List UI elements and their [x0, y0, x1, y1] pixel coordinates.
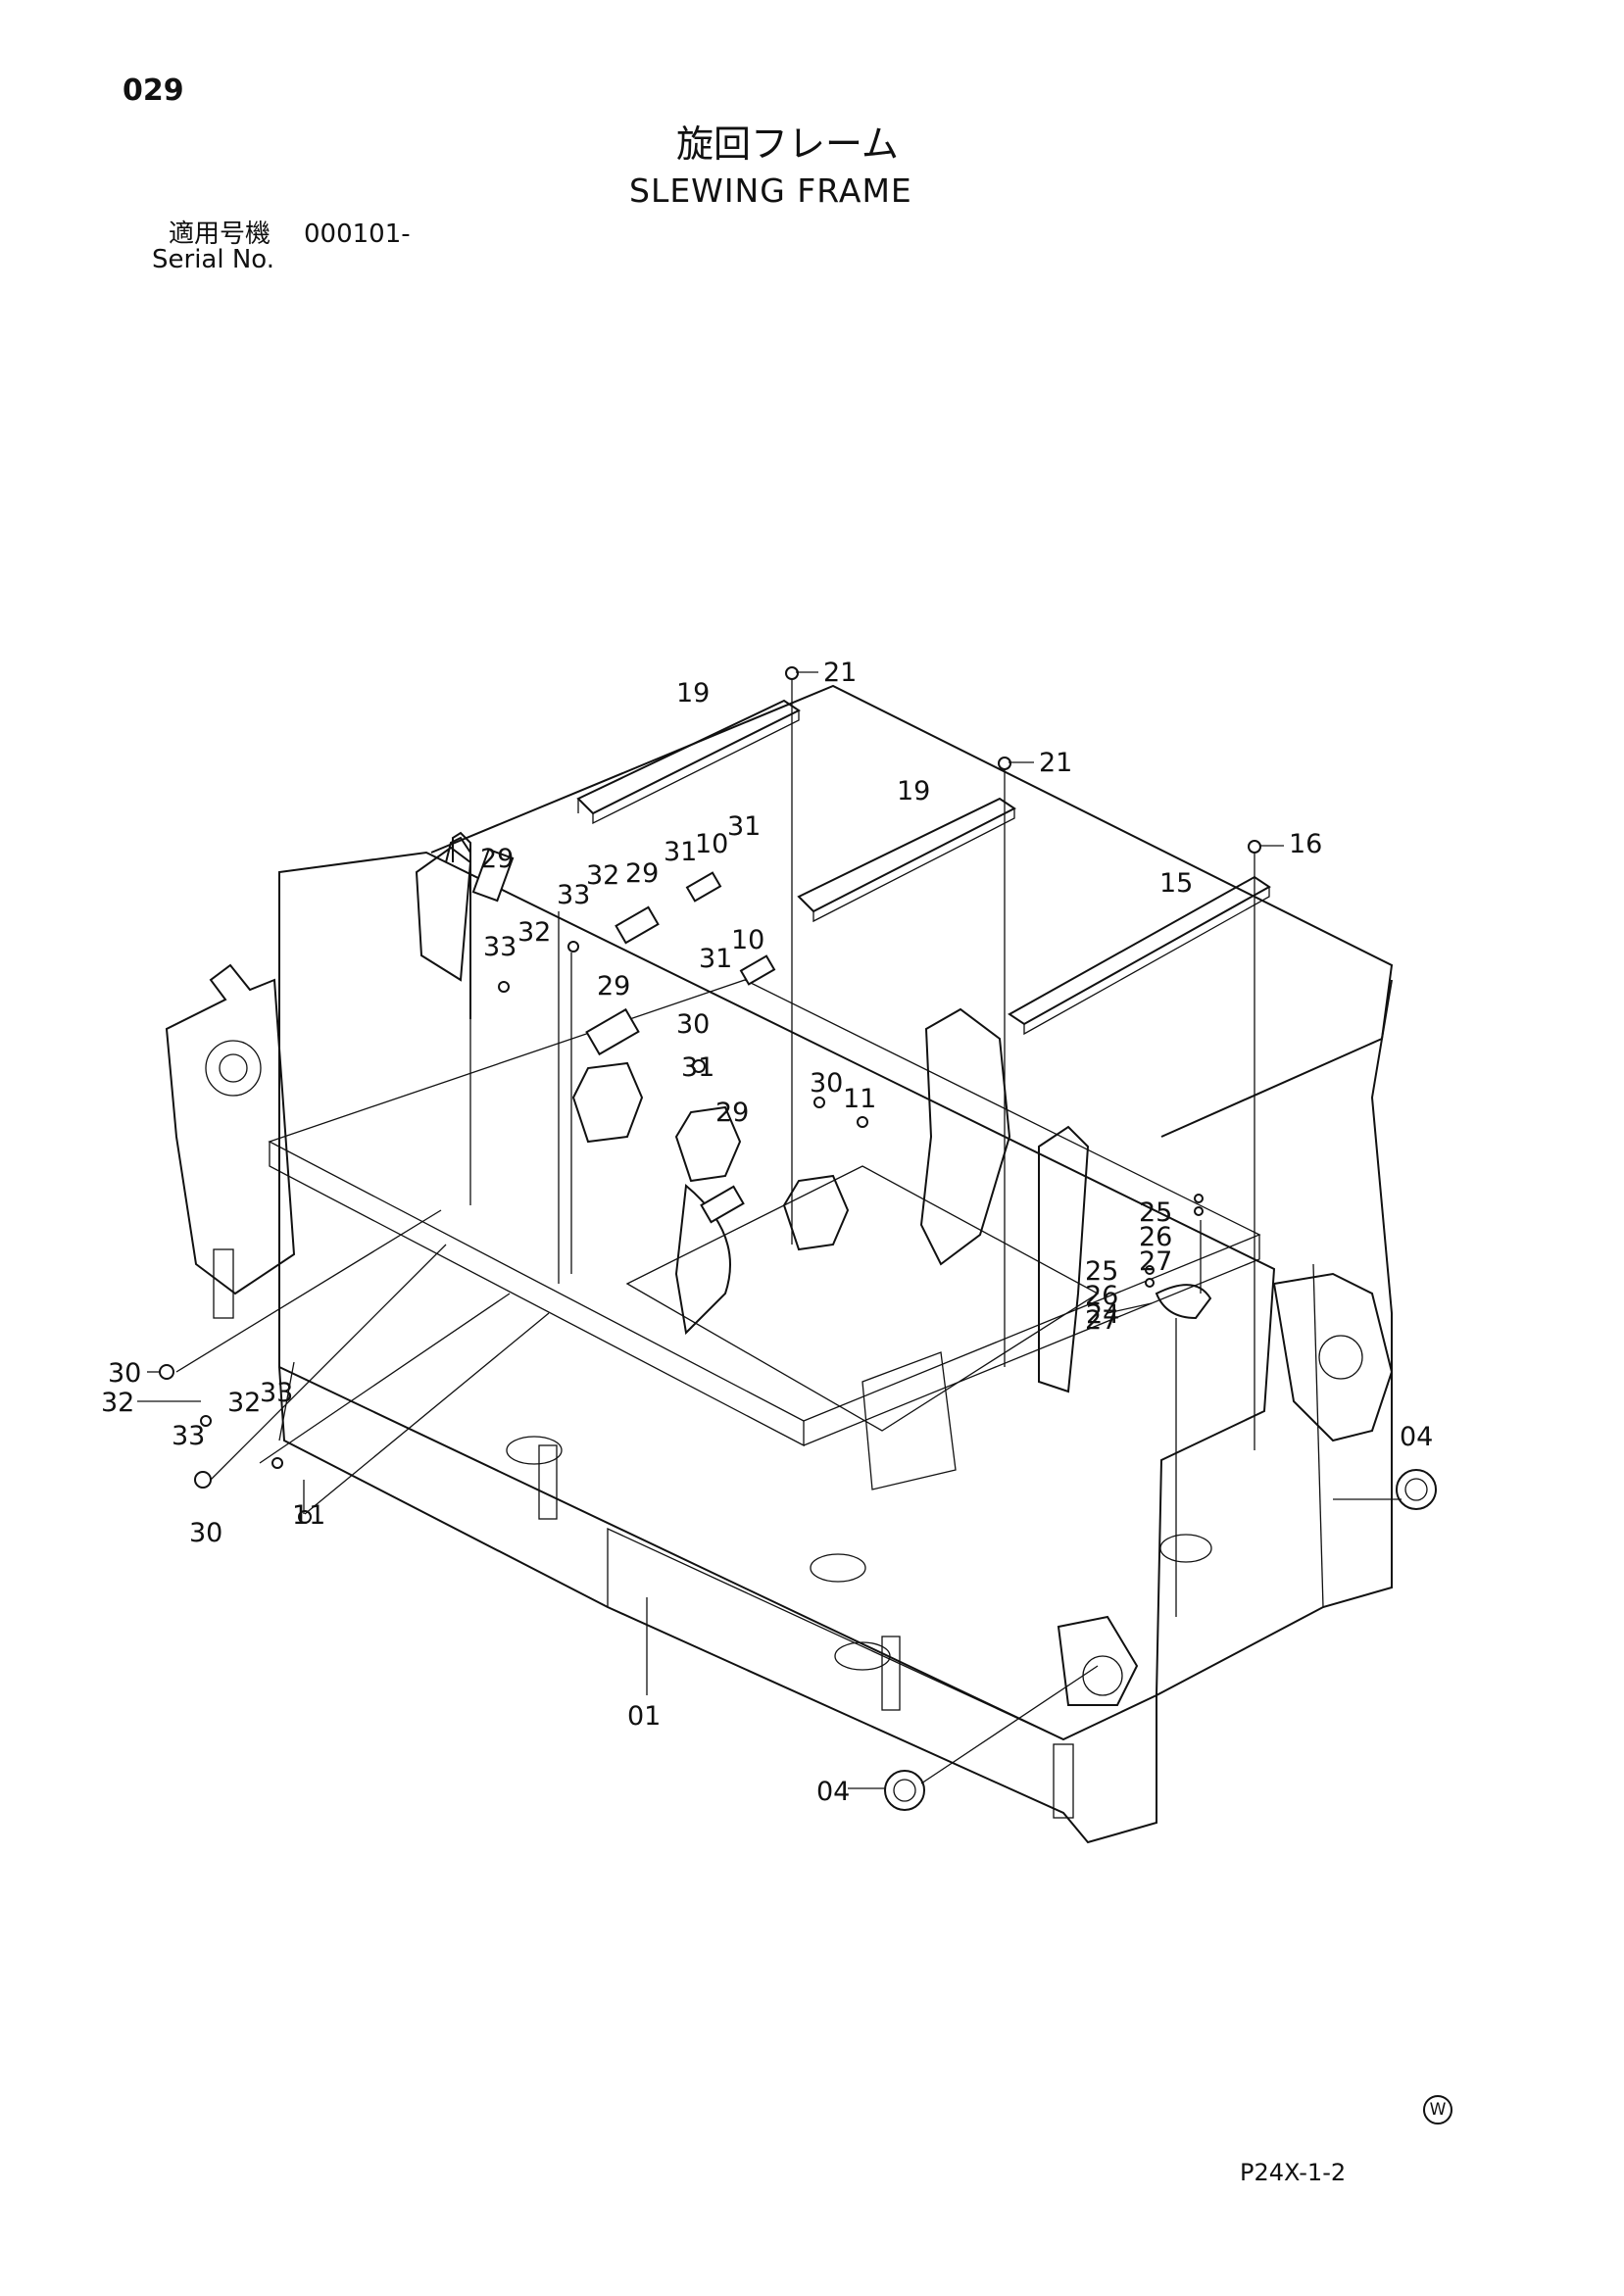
- callout-33: 33: [260, 1378, 293, 1408]
- serial-label: Serial No.: [152, 245, 274, 274]
- callout-33: 33: [557, 880, 590, 910]
- page-title-japanese: 旋回フレーム: [676, 122, 899, 166]
- callout-31: 31: [727, 811, 761, 842]
- callout-21: 21: [823, 658, 857, 688]
- leader-lines: [137, 671, 1402, 1789]
- callout-labels: 01 04 04 10 10 11 11 15 16 19 19 21 21 2…: [101, 658, 1433, 1807]
- callout-04: 04: [816, 1777, 850, 1807]
- callout-26: 26: [1139, 1222, 1172, 1252]
- w-mark-icon: W: [1423, 2095, 1452, 2125]
- callout-25: 25: [1085, 1256, 1118, 1287]
- callout-30: 30: [108, 1358, 141, 1389]
- callout-29: 29: [480, 844, 514, 874]
- callout-10: 10: [731, 925, 764, 955]
- callout-04: 04: [1400, 1422, 1433, 1452]
- callout-31: 31: [681, 1052, 714, 1083]
- figure-code: P24X-1-2: [1240, 2159, 1347, 2186]
- callout-29: 29: [625, 858, 659, 889]
- callout-10: 10: [695, 829, 728, 859]
- callout-01: 01: [627, 1701, 661, 1732]
- slewing-frame-drawing: [165, 684, 1394, 1844]
- callout-21: 21: [1039, 748, 1072, 778]
- callout-11: 11: [292, 1500, 325, 1531]
- callout-27: 27: [1139, 1246, 1172, 1277]
- callout-27: 27: [1085, 1305, 1118, 1336]
- callout-32: 32: [101, 1388, 134, 1418]
- callout-33: 33: [483, 932, 517, 962]
- page-title: SLEWING FRAME: [629, 171, 912, 210]
- callout-15: 15: [1159, 868, 1193, 899]
- callout-19: 19: [897, 776, 930, 806]
- callout-32: 32: [227, 1388, 261, 1418]
- callout-16: 16: [1289, 829, 1322, 859]
- callout-33: 33: [172, 1421, 205, 1451]
- callout-31: 31: [699, 944, 732, 974]
- callout-19: 19: [676, 678, 710, 708]
- callout-31: 31: [664, 837, 697, 867]
- callout-25: 25: [1139, 1197, 1172, 1228]
- callout-24: 24: [1086, 1299, 1119, 1330]
- callout-30: 30: [810, 1068, 843, 1099]
- callout-11: 11: [843, 1084, 876, 1114]
- callout-32: 32: [517, 917, 551, 948]
- page-number: 029: [123, 73, 184, 108]
- callout-26: 26: [1085, 1281, 1118, 1311]
- serial-label-japanese: 適用号機: [169, 220, 271, 249]
- callout-29: 29: [715, 1098, 749, 1128]
- callout-30: 30: [189, 1518, 222, 1548]
- callout-32: 32: [586, 860, 619, 891]
- callout-30: 30: [676, 1009, 710, 1040]
- serial-number-value: 000101-: [304, 220, 411, 249]
- parts: [159, 666, 1437, 1811]
- callout-29: 29: [597, 971, 630, 1001]
